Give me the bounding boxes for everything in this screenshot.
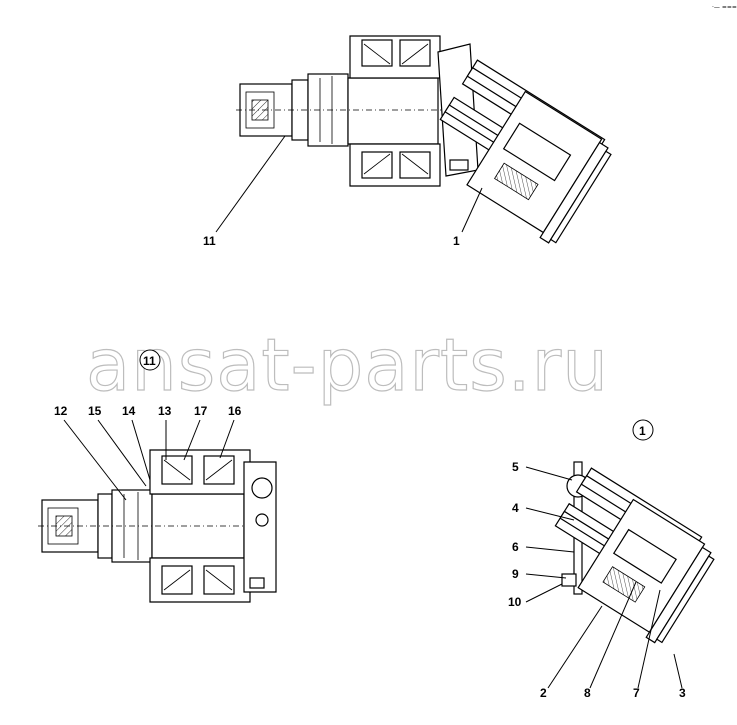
label-4: 4: [512, 501, 519, 515]
detail-marker-1: 1: [639, 424, 646, 438]
detail-marker-11-circle: [139, 349, 161, 371]
left-assembly-drawing: [38, 419, 277, 603]
label-17: 17: [194, 404, 208, 418]
label-6: 6: [512, 540, 519, 554]
right-assembly-drawing: [525, 461, 715, 689]
label-12: 12: [54, 404, 68, 418]
label-2: 2: [540, 686, 547, 700]
corner-mark: ·— ===: [712, 4, 737, 11]
watermark: ansat-parts.ru: [86, 323, 609, 407]
label-7: 7: [633, 686, 640, 700]
label-11-marker: 11: [143, 354, 156, 368]
top-assembly-drawing: [215, 35, 612, 244]
label-14: 14: [122, 404, 136, 418]
detail-marker-1-circle: [632, 419, 654, 441]
label-11-top: 11: [203, 234, 216, 248]
label-13: 13: [158, 404, 172, 418]
label-16: 16: [228, 404, 242, 418]
label-10: 10: [508, 595, 522, 609]
label-1-top: 1: [453, 234, 460, 248]
label-8: 8: [584, 686, 591, 700]
label-5: 5: [512, 460, 519, 474]
label-3: 3: [679, 686, 686, 700]
label-15: 15: [88, 404, 102, 418]
label-9: 9: [512, 567, 519, 581]
